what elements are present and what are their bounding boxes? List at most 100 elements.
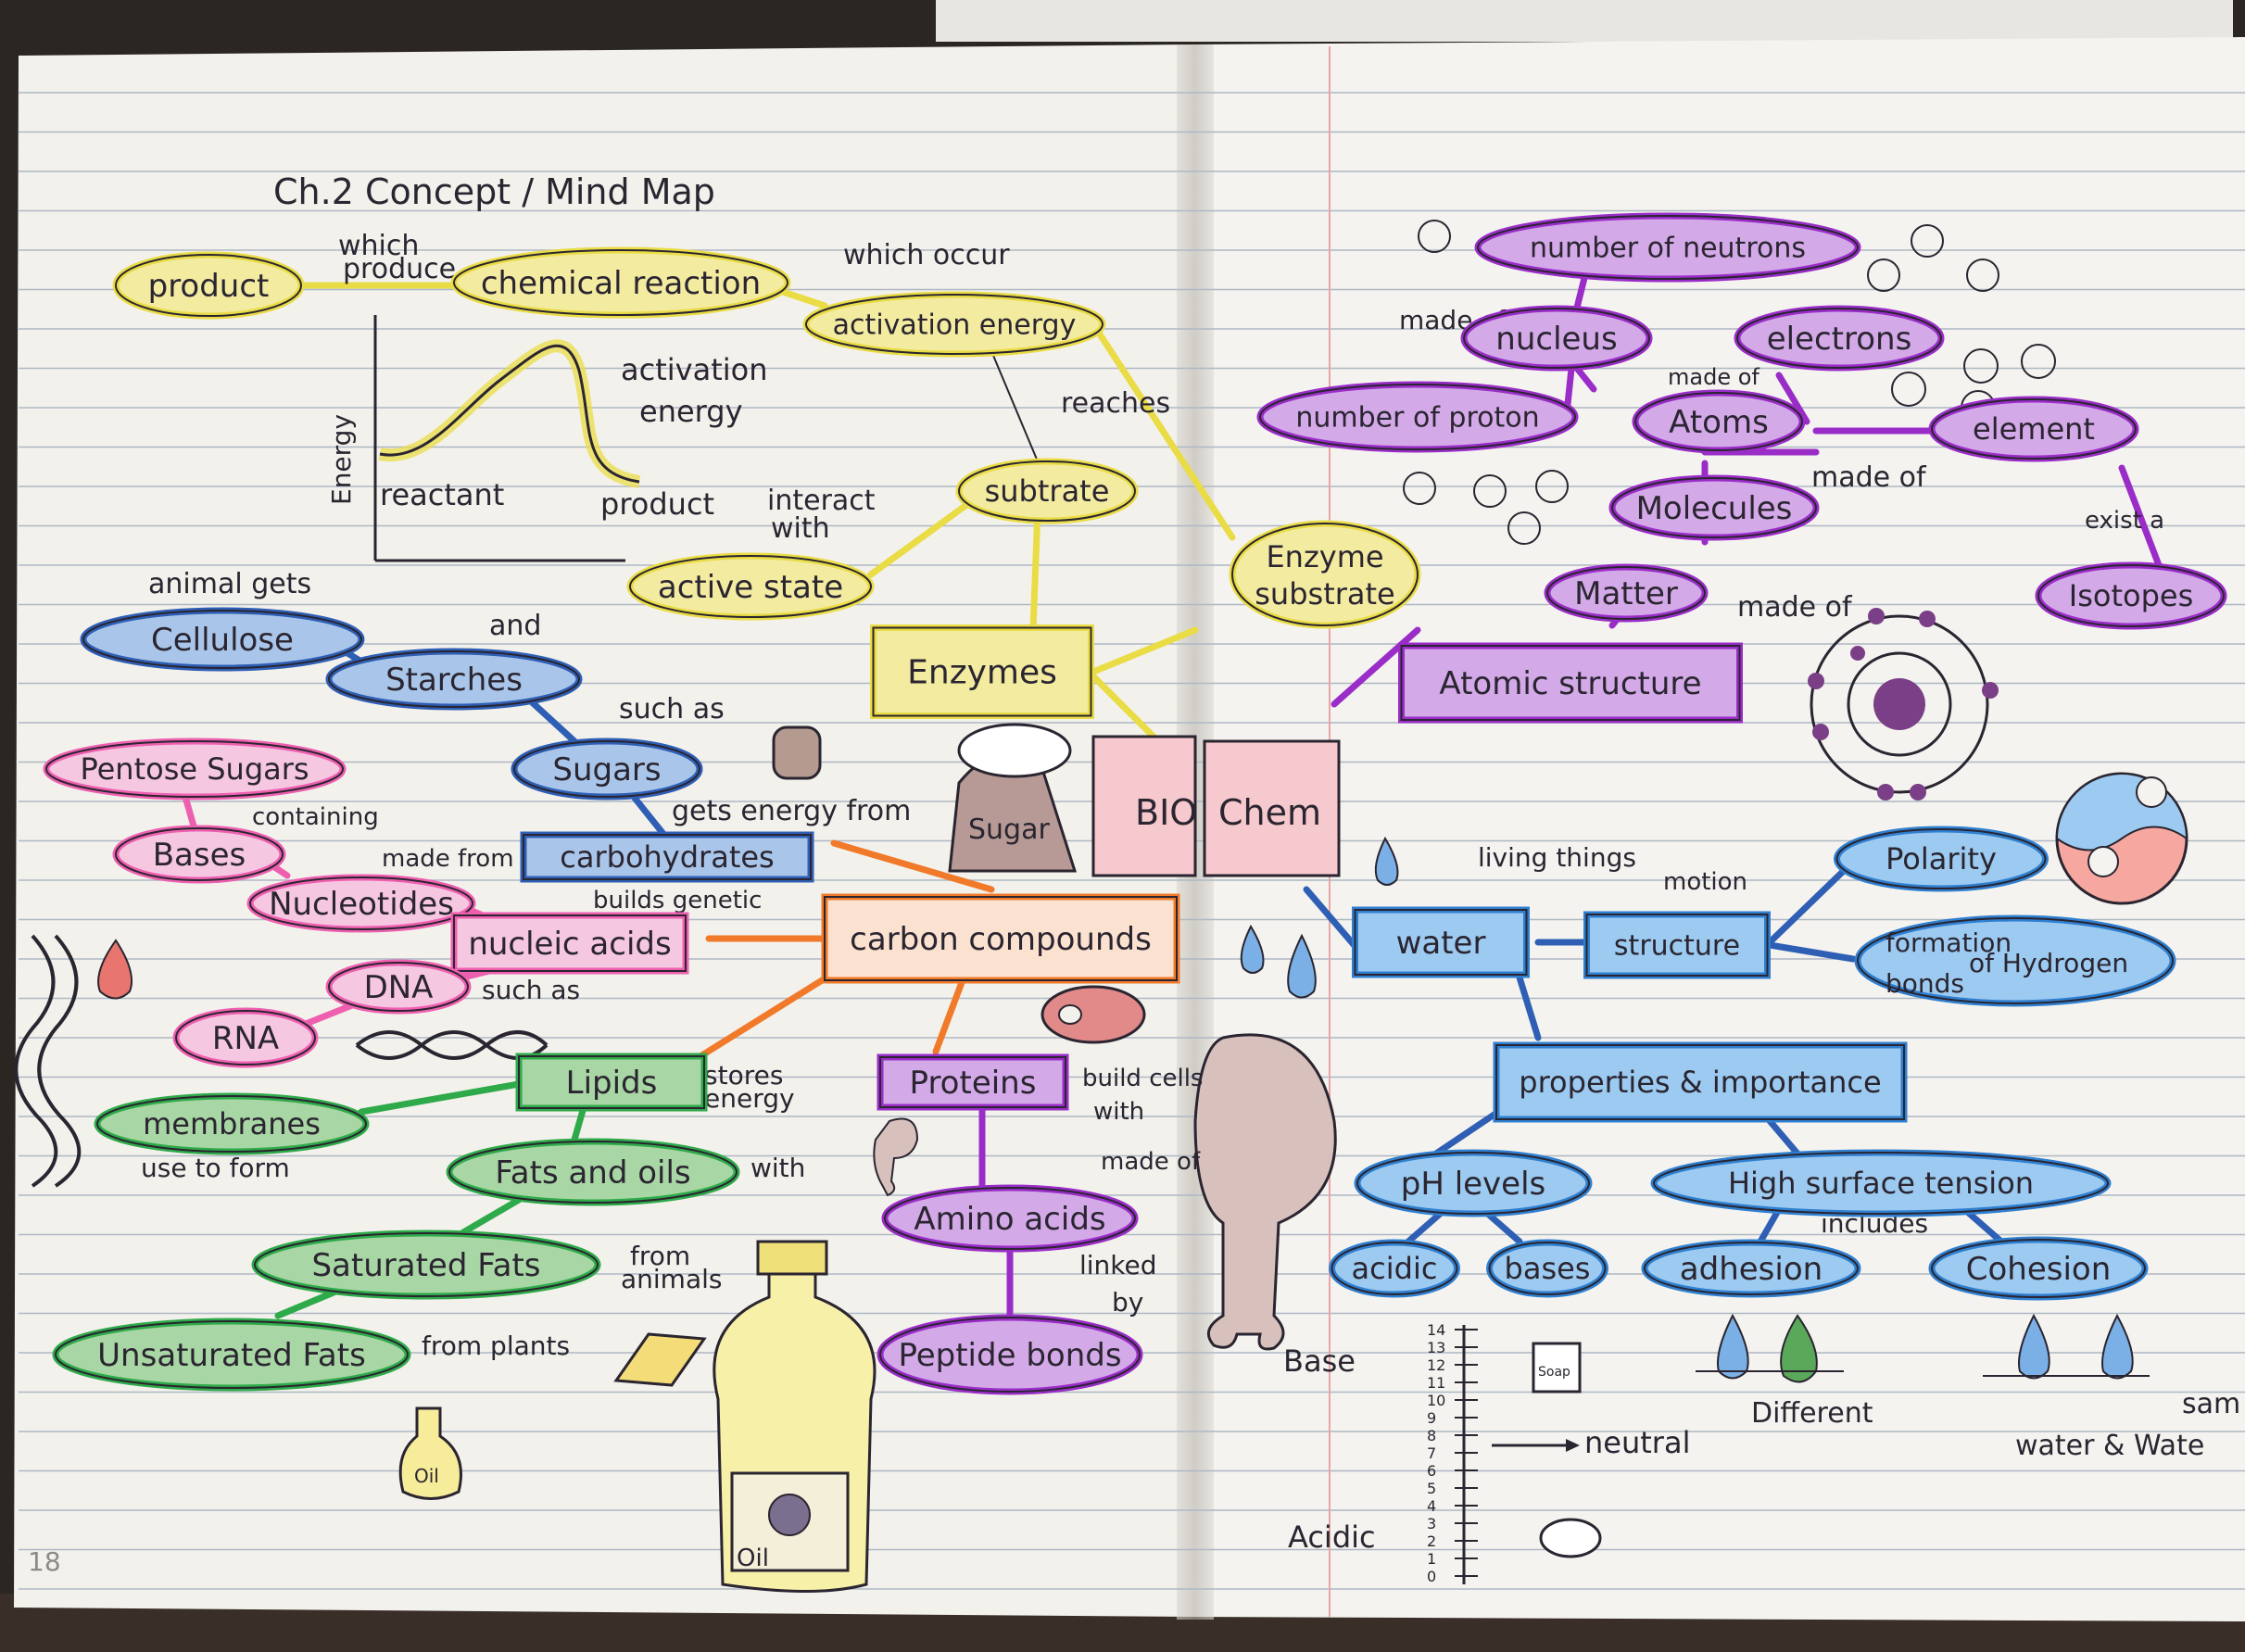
link-label: and bbox=[489, 610, 541, 642]
node-shape bbox=[1835, 828, 2047, 889]
node-shape bbox=[1546, 566, 1706, 620]
graph-axis-label: Energy bbox=[326, 414, 357, 505]
node-shape bbox=[824, 896, 1178, 981]
keyboard-edge bbox=[936, 0, 2233, 42]
water-water-label: water & Wate bbox=[2015, 1430, 2204, 1462]
node-label: Atoms bbox=[1669, 404, 1769, 441]
node-label: Polarity bbox=[1886, 841, 1997, 876]
node-rna: RNA bbox=[172, 1007, 319, 1068]
ph-tick-label: 0 bbox=[1427, 1568, 1436, 1585]
node-label: Atomic structure bbox=[1439, 665, 1701, 702]
node-element: element bbox=[1928, 396, 2139, 462]
link-label: by bbox=[1112, 1287, 1143, 1318]
node-sugars: Sugars bbox=[511, 738, 703, 801]
node-shape bbox=[1488, 1242, 1607, 1295]
node-label: activation energy bbox=[833, 309, 1077, 342]
sugar-label: Sugar bbox=[968, 813, 1050, 846]
oil-flask-label: Oil bbox=[414, 1465, 439, 1487]
node-label: DNA bbox=[364, 969, 434, 1006]
node-electrons: electrons bbox=[1734, 305, 1945, 372]
soap-label: Soap bbox=[1538, 1365, 1570, 1380]
node-shape bbox=[115, 254, 302, 317]
node-shape bbox=[805, 294, 1104, 355]
butter-drawing bbox=[613, 1332, 707, 1387]
node-carbon-compounds: carbon compounds bbox=[821, 893, 1180, 984]
node-label: carbon compounds bbox=[850, 921, 1152, 958]
link-label: exist a bbox=[2085, 507, 2164, 535]
ph-tick-label: 2 bbox=[1427, 1532, 1436, 1550]
node-label: Saturated Fats bbox=[311, 1247, 540, 1284]
node-shape bbox=[254, 1232, 599, 1297]
link-label: gets energy from bbox=[672, 795, 911, 827]
ph-tick-label: 4 bbox=[1427, 1497, 1436, 1515]
link-label: made of bbox=[1101, 1148, 1201, 1176]
node-nucleotides: Nucleotides bbox=[246, 874, 476, 933]
node-label: product bbox=[148, 268, 270, 305]
node-isotopes: Isotopes bbox=[2035, 561, 2227, 630]
atom-drawing bbox=[1808, 608, 1999, 801]
small-chicken-leg bbox=[873, 1117, 919, 1197]
link-label: produce bbox=[343, 253, 456, 285]
bio-label: BIO bbox=[1135, 792, 1197, 833]
node-shape bbox=[513, 740, 700, 798]
node-label: Pentose Sugars bbox=[80, 751, 309, 787]
activation-energy-graph: activation energy Energy reactant produc… bbox=[326, 315, 767, 562]
node-label: Starches bbox=[385, 662, 523, 699]
node-starches: Starches bbox=[325, 648, 583, 711]
node-shape bbox=[45, 740, 344, 798]
node-shape bbox=[96, 1095, 367, 1153]
link-label: stores bbox=[704, 1060, 783, 1091]
node-shape bbox=[1644, 1242, 1859, 1295]
node-label: Fats and oils bbox=[495, 1154, 690, 1192]
node-shape bbox=[453, 914, 687, 972]
ph-tick-label: 10 bbox=[1427, 1392, 1445, 1409]
lemon-drawing bbox=[1539, 1518, 1602, 1558]
link-label: such as bbox=[619, 693, 725, 725]
node-label: High surface tension bbox=[1728, 1166, 2034, 1201]
node-shape bbox=[958, 460, 1136, 522]
node-chemical-reaction: chemical reaction bbox=[450, 246, 791, 319]
cohesion-drop bbox=[2101, 1313, 2134, 1380]
node-label: Amino acids bbox=[914, 1201, 1105, 1238]
node-label: Enzymes bbox=[907, 654, 1057, 692]
ph-tick-label: 3 bbox=[1427, 1515, 1436, 1532]
link-label: animals bbox=[621, 1264, 722, 1294]
node-atomic-structure: Atomic structure bbox=[1398, 642, 1743, 724]
link-label: build cells bbox=[1082, 1065, 1203, 1092]
node-label: element bbox=[1973, 411, 2095, 447]
toast-drawing bbox=[772, 725, 822, 780]
node-shape bbox=[1736, 308, 1942, 369]
graph-label-activation: activation bbox=[621, 352, 767, 387]
node-shape bbox=[884, 1187, 1136, 1250]
node-label: acidic bbox=[1352, 1251, 1438, 1286]
link-label: with bbox=[1093, 1098, 1144, 1126]
node-molecules: Molecules bbox=[1608, 474, 1820, 541]
link-labels: which produce which occur reaches intera… bbox=[141, 230, 2164, 1361]
node-label: RNA bbox=[212, 1020, 279, 1057]
node-number-of-proton: number of proton bbox=[1256, 381, 1579, 453]
node-product: product bbox=[112, 251, 305, 320]
node-activation-energy: activation energy bbox=[802, 291, 1106, 358]
node-shape bbox=[1931, 1239, 2146, 1298]
node-number-of-neutrons: number of neutrons bbox=[1474, 212, 1861, 283]
node-acidic: acidic bbox=[1329, 1239, 1460, 1298]
node-label: pH levels bbox=[1401, 1166, 1546, 1203]
node-carbohydrates: carbohydrates bbox=[520, 831, 814, 883]
node-nucleus: nucleus bbox=[1460, 305, 1653, 372]
node-dna: DNA bbox=[325, 959, 472, 1015]
ph-tick-label: 11 bbox=[1427, 1374, 1445, 1392]
link-label: linked bbox=[1079, 1250, 1157, 1280]
node-shape bbox=[523, 834, 812, 880]
soap-bottle-drawing bbox=[1532, 1342, 1582, 1393]
link-label: which occur bbox=[843, 239, 1010, 271]
node-saturated-fats: Saturated Fats bbox=[251, 1230, 601, 1300]
node-shape bbox=[2037, 564, 2225, 627]
node-ph-levels: pH levels bbox=[1354, 1149, 1593, 1217]
node-amino-acids: Amino acids bbox=[881, 1184, 1139, 1253]
node-proteins: Proteins bbox=[877, 1053, 1069, 1111]
bio-book-left bbox=[1091, 735, 1197, 877]
ph-tick-label: 5 bbox=[1427, 1480, 1436, 1497]
